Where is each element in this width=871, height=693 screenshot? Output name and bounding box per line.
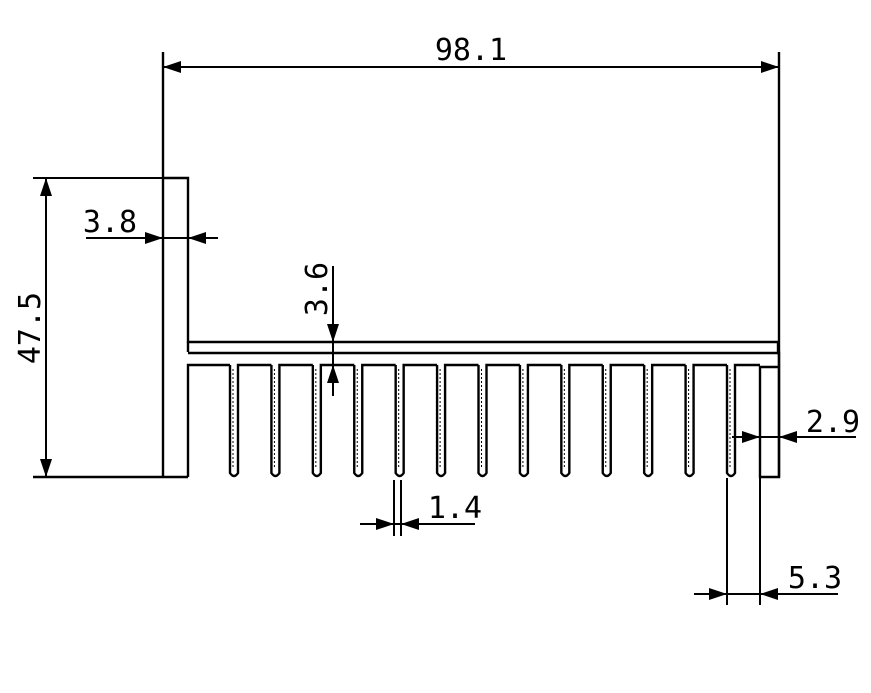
inner-left-wall — [186, 363, 230, 477]
dim-wall-thickness: 3.8 — [83, 205, 137, 240]
endwall-arrow-left — [742, 431, 760, 443]
dim-overall-height: 47.5 — [13, 292, 48, 364]
dim-fin-thickness: 1.4 — [428, 491, 482, 526]
endwall-arrow-right — [779, 431, 797, 443]
fin-arrow-right — [401, 518, 419, 530]
width-arrow-left — [163, 61, 181, 73]
height-arrow-top — [40, 178, 52, 196]
dim-overall-width: 98.1 — [435, 33, 507, 68]
height-arrow-bottom — [40, 459, 52, 477]
fin-profile — [228, 363, 760, 478]
width-arrow-right — [761, 61, 779, 73]
plate-arrow-bottom — [327, 365, 339, 383]
plate-arrow-top — [327, 324, 339, 342]
fin-arrow-left — [376, 518, 394, 530]
fin-array — [228, 363, 760, 478]
gap-arrow-left — [709, 588, 727, 600]
wall-arrow-left — [145, 232, 163, 244]
dim-end-gap: 5.3 — [788, 561, 842, 596]
dim-end-wall-thickness: 2.9 — [806, 405, 860, 440]
wall-arrow-right — [188, 232, 206, 244]
gap-arrow-right — [760, 588, 778, 600]
dim-plate-thickness: 3.6 — [300, 262, 335, 316]
